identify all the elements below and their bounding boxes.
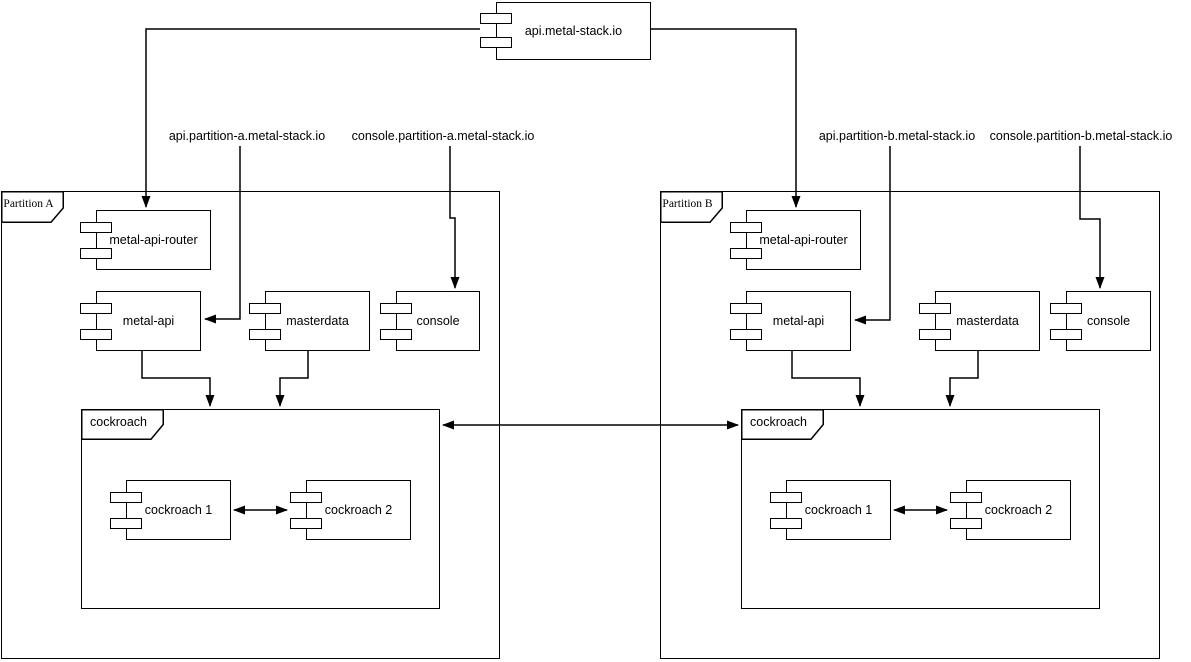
component-label: cockroach 1 — [804, 502, 873, 517]
component-port-icon — [480, 37, 512, 48]
cockroach-container-b-label: cockroach — [750, 414, 807, 429]
component-label: cockroach 1 — [144, 502, 213, 517]
component-label: metal-api-router — [109, 232, 198, 247]
component-port-icon — [919, 303, 951, 314]
component-masterdata-b[interactable]: masterdata — [919, 291, 1040, 351]
component-metal-api-router-a[interactable]: metal-api-router — [80, 210, 211, 270]
component-port-icon — [110, 518, 142, 529]
component-label: cockroach 2 — [324, 502, 393, 517]
component-port-icon — [249, 329, 281, 340]
component-port-icon — [80, 303, 112, 314]
component-metal-api-a[interactable]: metal-api — [80, 291, 201, 351]
component-label: metal-api — [772, 313, 825, 328]
tab-shape-icon — [1, 191, 64, 223]
component-port-icon — [380, 303, 412, 314]
partition-b-tab: Partition B — [660, 191, 723, 223]
component-cockroach-1-b[interactable]: cockroach 1 — [770, 480, 891, 540]
component-label: metal-api — [122, 313, 175, 328]
component-cockroach-2-a[interactable]: cockroach 2 — [290, 480, 411, 540]
component-label: metal-api-router — [759, 232, 848, 247]
component-port-icon — [249, 303, 281, 314]
component-port-icon — [730, 248, 762, 259]
component-port-icon — [290, 492, 322, 503]
partition-b-label: Partition B — [662, 197, 713, 210]
component-port-icon — [80, 248, 112, 259]
component-port-icon — [80, 222, 112, 233]
component-label: api.metal-stack.io — [524, 23, 623, 38]
component-port-icon — [1050, 329, 1082, 340]
component-masterdata-a[interactable]: masterdata — [249, 291, 370, 351]
component-port-icon — [290, 518, 322, 529]
dns-label-api-partition-a[interactable]: api.partition-a.metal-stack.io — [168, 129, 326, 143]
component-port-icon — [1050, 303, 1082, 314]
component-port-icon — [380, 329, 412, 340]
tab-shape-icon — [660, 191, 723, 223]
component-port-icon — [110, 492, 142, 503]
partition-a-tab: Partition A — [1, 191, 64, 223]
cockroach-container-b-frame[interactable] — [741, 409, 1100, 609]
component-api-metal-stack-io[interactable]: api.metal-stack.io — [480, 2, 651, 60]
cockroach-container-a-frame[interactable] — [81, 409, 440, 609]
tab-shape-icon — [81, 409, 164, 440]
component-label: console — [416, 313, 460, 328]
component-label: cockroach 2 — [984, 502, 1053, 517]
cockroach-container-a-tab: cockroach — [81, 409, 164, 440]
component-port-icon — [730, 303, 762, 314]
component-label: console — [1086, 313, 1131, 328]
component-label: masterdata — [956, 313, 1019, 328]
component-cockroach-1-a[interactable]: cockroach 1 — [110, 480, 231, 540]
component-port-icon — [919, 329, 951, 340]
component-port-icon — [770, 518, 802, 529]
component-port-icon — [730, 329, 762, 340]
component-label: masterdata — [286, 313, 349, 328]
edge-root-to-router-b[interactable] — [651, 28, 801, 208]
dns-label-console-partition-a[interactable]: console.partition-a.metal-stack.io — [351, 129, 535, 143]
component-port-icon — [770, 492, 802, 503]
component-console-b[interactable]: console — [1050, 291, 1151, 351]
cockroach-container-a-label: cockroach — [90, 414, 147, 429]
component-cockroach-2-b[interactable]: cockroach 2 — [950, 480, 1071, 540]
component-port-icon — [950, 492, 982, 503]
tab-shape-icon — [741, 409, 824, 440]
edge-root-to-router-a[interactable] — [141, 28, 480, 208]
component-port-icon — [730, 222, 762, 233]
cockroach-container-b-tab: cockroach — [741, 409, 824, 440]
component-console-a[interactable]: console — [380, 291, 480, 351]
component-metal-api-router-b[interactable]: metal-api-router — [730, 210, 861, 270]
component-port-icon — [480, 13, 512, 24]
component-port-icon — [950, 518, 982, 529]
component-port-icon — [80, 329, 112, 340]
dns-label-api-partition-b[interactable]: api.partition-b.metal-stack.io — [818, 129, 976, 143]
dns-label-console-partition-b[interactable]: console.partition-b.metal-stack.io — [989, 129, 1173, 143]
partition-a-label: Partition A — [3, 197, 54, 210]
component-metal-api-b[interactable]: metal-api — [730, 291, 851, 351]
